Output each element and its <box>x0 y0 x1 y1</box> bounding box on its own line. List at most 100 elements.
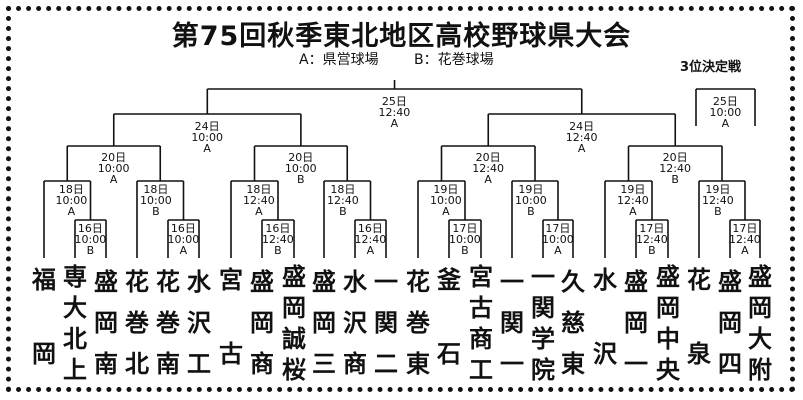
match-time: 10:00 <box>55 194 88 207</box>
match-venue: B <box>296 173 305 186</box>
match-venue: B <box>274 244 282 257</box>
team-name: 宮古商工 <box>469 263 493 384</box>
match-time: 10:00 <box>430 194 462 207</box>
match-venue: A <box>109 173 118 186</box>
match-date: 24日 <box>194 120 220 133</box>
team-name: 盛岡三 <box>312 268 336 378</box>
match-venue: A <box>484 173 492 186</box>
match-venue: A <box>179 244 188 257</box>
match-time: 10:00 <box>167 233 200 246</box>
match-time: 12:40 <box>659 162 691 175</box>
team-name: 福岡 <box>32 266 56 368</box>
third-place-title: 3位決定戦 <box>680 60 742 75</box>
match-time: 12:40 <box>565 131 598 144</box>
match-date: 20日 <box>662 151 688 164</box>
match-time: 12:40 <box>729 233 761 246</box>
match-date: 18日 <box>58 183 84 196</box>
match-venue: A <box>203 142 211 155</box>
team-name: 盛岡誠桜 <box>282 263 306 384</box>
match-venue: B <box>461 244 469 257</box>
team-name: 水沢工 <box>187 268 211 378</box>
team-name: 花巻東 <box>406 268 430 378</box>
team-name: 一関学院 <box>531 263 555 384</box>
team-name: 水沢商 <box>343 268 367 378</box>
legend-venue-b: B：花巻球場 <box>414 52 494 68</box>
match-time: 10:00 <box>140 194 172 207</box>
team-name: 久慈東 <box>561 268 585 378</box>
team-name: 盛岡四 <box>718 268 742 378</box>
match-date: 24日 <box>569 120 595 133</box>
page-title: 第75回秋季東北地区高校野球県大会 <box>171 21 632 52</box>
match-date: 17日 <box>452 222 478 235</box>
team-name: 盛岡大附 <box>748 263 772 384</box>
match-date: 16日 <box>170 222 196 235</box>
match-time: 12:40 <box>262 233 294 246</box>
team-name: 盛岡南 <box>94 268 118 378</box>
dotted-border <box>6 6 795 392</box>
match-venue: B <box>152 205 160 218</box>
match-venue: B <box>648 244 656 257</box>
match-time: 12:40 <box>472 162 504 175</box>
match-venue: B <box>339 205 347 218</box>
match-time: 12:40 <box>636 233 668 246</box>
match-time: 10:00 <box>709 106 742 119</box>
match-date: 16日 <box>77 222 103 235</box>
match-date: 18日 <box>330 183 356 196</box>
match-venue: A <box>390 117 399 130</box>
team-name: 花泉 <box>687 266 711 368</box>
match-venue: B <box>86 244 95 257</box>
match-venue: A <box>629 205 637 218</box>
team-name: 花巻南 <box>156 268 180 378</box>
match-date: 20日 <box>288 151 314 164</box>
team-name: 釜石 <box>437 266 461 368</box>
team-name: 一関二 <box>374 268 398 378</box>
match-time: 12:40 <box>354 233 387 246</box>
team-name: 盛岡商 <box>250 268 274 378</box>
match-time: 10:00 <box>191 131 224 144</box>
match-date: 18日 <box>246 183 272 196</box>
match-venue: A <box>366 244 375 257</box>
match-date: 19日 <box>518 183 544 196</box>
match-date: 25日 <box>381 95 407 108</box>
team-name: 一関一 <box>500 268 524 378</box>
match-date: 19日 <box>620 183 646 196</box>
match-venue: A <box>442 205 450 218</box>
team-name: 水沢 <box>593 266 617 368</box>
match-time: 10:00 <box>542 233 574 246</box>
match-date: 19日 <box>433 183 459 196</box>
match-date: 17日 <box>732 222 758 235</box>
team-name: 花巻北 <box>125 268 149 378</box>
match-date: 16日 <box>265 222 291 235</box>
match-date: 17日 <box>639 222 665 235</box>
match-time: 10:00 <box>515 194 547 207</box>
match-venue: B <box>671 173 679 186</box>
match-date: 17日 <box>545 222 571 235</box>
match-venue: A <box>255 205 263 218</box>
match-venue: A <box>721 117 730 130</box>
match-date: 16日 <box>357 222 383 235</box>
match-time: 10:00 <box>284 162 317 175</box>
